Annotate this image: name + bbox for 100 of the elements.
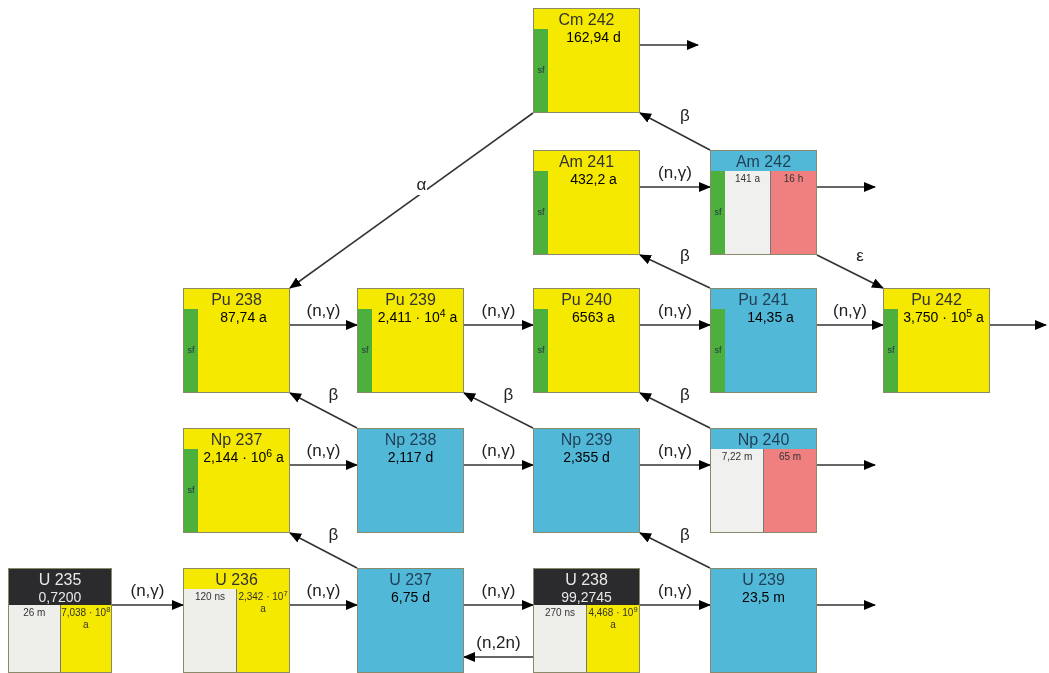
- arrow: [816, 254, 884, 289]
- edge-label: (n,γ): [305, 581, 342, 601]
- arrow: [639, 40, 699, 50]
- half-life: 120 ns: [195, 591, 225, 604]
- arrow: [639, 112, 711, 151]
- nuclide-name: U 235: [38, 571, 82, 589]
- arrow: [463, 320, 534, 330]
- nuclide-name: U 238: [565, 571, 608, 589]
- half-life: 16 h: [783, 173, 804, 186]
- half-life: 4,468 · 10$^{9}$ a: [587, 607, 639, 632]
- half-life: 141 a: [735, 173, 760, 186]
- arrow: [816, 182, 876, 192]
- nuclide-name: Np 238: [384, 431, 437, 449]
- abundance: 0,7200: [38, 589, 82, 605]
- half-life: 2,411 · 10$^{4}$ a: [377, 309, 458, 327]
- half-life: 2,117 d: [387, 449, 434, 467]
- nuclide-box: [183, 288, 290, 393]
- nuclide-box: [710, 568, 817, 673]
- arrow: [639, 182, 711, 192]
- nuclide-name: Am 241: [558, 153, 615, 171]
- nuclide-name: Np 237: [210, 431, 263, 449]
- nuclide-name: U 239: [742, 571, 785, 589]
- fission-label: sf: [537, 205, 545, 219]
- nuclide-box: [533, 288, 640, 393]
- half-life: 162,94 d: [566, 29, 621, 47]
- edge-label: (n,γ): [657, 301, 693, 321]
- arrow: [289, 112, 534, 289]
- half-life: 6563 a: [572, 309, 615, 327]
- edge-label: (n,γ): [657, 441, 693, 461]
- fission-label: sf: [714, 205, 722, 219]
- fission-label: sf: [361, 343, 369, 357]
- arrow: [989, 320, 1047, 330]
- half-life: 2,355 d: [563, 449, 610, 467]
- arrow: [639, 392, 711, 429]
- arrow: [639, 460, 711, 470]
- nuclide-name: Cm 242: [558, 11, 615, 29]
- abundance: 99,2745: [561, 589, 612, 605]
- nuclide-box: [357, 288, 464, 393]
- nuclide-box: [533, 8, 640, 113]
- arrow: [639, 600, 711, 610]
- half-life: 6,75 d: [391, 589, 430, 607]
- nuclide-name: Pu 238: [211, 291, 262, 309]
- arrow: [289, 392, 358, 429]
- arrow: [639, 320, 711, 330]
- edge-label: (n,γ): [305, 301, 342, 321]
- arrow: [463, 392, 534, 429]
- arrow: [816, 320, 884, 330]
- arrow: [289, 600, 358, 610]
- half-life: 65 m: [778, 451, 802, 464]
- arrow: [816, 460, 876, 470]
- arrow: [289, 320, 358, 330]
- nuclide-box: [533, 428, 640, 533]
- nuclide-name: Np 239: [560, 431, 613, 449]
- edge-label: (n,γ): [480, 581, 517, 601]
- edge-label: (n,γ): [480, 301, 517, 321]
- edge-label: (n,γ): [129, 581, 166, 601]
- nuclide-box: [183, 568, 290, 673]
- half-life: 26 m: [23, 607, 46, 620]
- nuclide-box: [533, 150, 640, 255]
- half-life: 87,74 a: [220, 309, 267, 327]
- half-life: 7,22 m: [721, 451, 753, 464]
- half-life: 432,2 a: [570, 171, 617, 189]
- nuclide-name: U 237: [389, 571, 432, 589]
- nuclide-box: [710, 150, 817, 255]
- nuclide-box: [357, 428, 464, 533]
- fission-label: sf: [187, 483, 195, 497]
- half-life: 2,342 · 10$^{7}$ a: [237, 591, 289, 616]
- arrow: [289, 532, 358, 569]
- edge-label: (n,γ): [480, 441, 517, 461]
- nuclide-name: Pu 240: [561, 291, 612, 309]
- half-life: 14,35 a: [747, 309, 794, 327]
- nuclide-name: Pu 241: [738, 291, 789, 309]
- fission-label: sf: [187, 343, 195, 357]
- half-life: 270 ns: [545, 607, 575, 620]
- fission-label: sf: [537, 343, 545, 357]
- arrow: [639, 532, 711, 569]
- nuclide-box: [710, 428, 817, 533]
- arrow: [463, 460, 534, 470]
- arrow: [463, 652, 534, 662]
- nuclide-box: [357, 568, 464, 673]
- nuclide-name: Np 240: [737, 431, 790, 449]
- nuclide-box: [533, 568, 640, 673]
- arrow: [289, 460, 358, 470]
- fission-label: sf: [714, 343, 722, 357]
- edge-label: (n,γ): [832, 301, 868, 321]
- nuclide-name: U 236: [215, 571, 258, 589]
- nuclide-box: [710, 288, 817, 393]
- nuclide-box: [8, 568, 112, 673]
- arrow: [463, 600, 534, 610]
- fission-label: sf: [887, 343, 895, 357]
- fission-label: sf: [537, 63, 545, 77]
- half-life: 7,038 · 10$^{8}$ a: [60, 607, 111, 632]
- nuclide-name: Am 242: [735, 153, 792, 171]
- edge-label: (n,2n): [475, 633, 522, 653]
- arrow: [639, 254, 711, 289]
- nuclide-box: [883, 288, 990, 393]
- arrow: [816, 600, 876, 610]
- half-life: 23,5 m: [742, 589, 785, 607]
- edge-label: (n,γ): [657, 163, 693, 183]
- nuclide-box: [183, 428, 290, 533]
